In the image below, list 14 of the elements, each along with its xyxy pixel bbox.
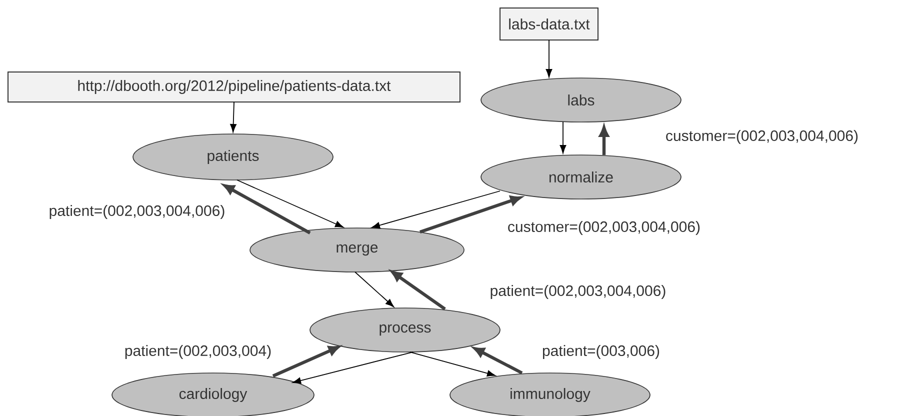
edge-label: customer=(002,003,004,006) bbox=[664, 129, 860, 145]
arrow bbox=[560, 122, 566, 154]
edge-label: patient=(002,003,004) bbox=[123, 344, 273, 360]
file-box: http://dbooth.org/2012/pipeline/patients-data.txt bbox=[8, 72, 460, 102]
arrow bbox=[230, 102, 236, 132]
arrow bbox=[410, 352, 496, 377]
edge-label: patient=(003,006) bbox=[541, 344, 661, 360]
edge-label: patient=(002,003,004,006) bbox=[48, 204, 226, 220]
arrow bbox=[391, 270, 446, 310]
edge-label: patient=(002,003,004,006) bbox=[488, 284, 668, 300]
edge-label: customer=(002,003,004,006) bbox=[506, 220, 702, 236]
arrow bbox=[546, 40, 552, 78]
arrow bbox=[354, 272, 394, 308]
file-box: labs-data.txt bbox=[500, 8, 598, 40]
